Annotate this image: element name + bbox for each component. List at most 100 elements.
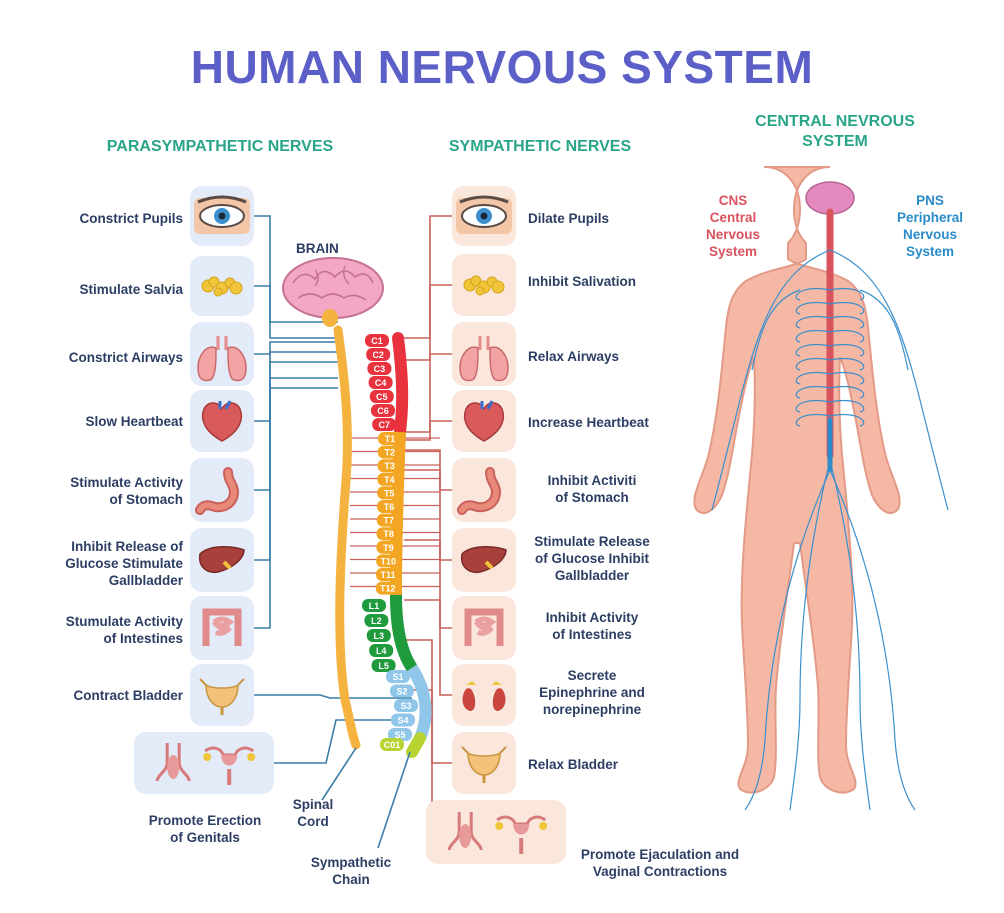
sympathetic-chain-label: Sympathetic Chain [296,854,406,888]
vertebra-badge [364,614,389,627]
parasympathetic-label-8: Contract Bladder [20,687,183,704]
parasympathetic-icon-box-3 [190,322,254,386]
parasympathetic-label-4: Slow Heartbeat [20,413,183,430]
vertebra-badge [371,659,396,672]
parasympathetic-label-6-line-1: Inhibit Release of [71,539,183,554]
vertebra-label-c1: C1 [371,336,383,346]
sympathetic-label-6-line-2: of Glucose Inhibit [535,551,649,566]
vertebra-label-c3: C3 [374,364,386,374]
sympathetic-chain-pointer [377,751,411,849]
vertebra-badge [376,568,400,581]
vertebra-badge [376,513,401,527]
vertebra-badge [380,738,404,751]
sympathetic-label-9-line-1: Relax Bladder [528,757,619,772]
parasympathetic-label-7-line-1: Stumulate Activity [65,614,183,629]
vertebra-label-l4: L4 [376,646,387,656]
vertebra-label-l1: L1 [369,601,380,611]
vertebra-badge [394,699,418,712]
sympathetic-heading: SYMPATHETIC NERVES [448,138,632,155]
sympathetic-label-5-line-1: Inhibit Activiti [547,473,637,488]
sympathetic-label-10-line-2: Vaginal Contractions [592,864,728,879]
sympathetic-label-2: Inhibit Salivation [528,273,668,290]
sympathetic-connector-1 [404,215,452,339]
parasympathetic-label-4-line-1: Slow Heartbeat [85,414,183,429]
vertebra-label-t10: T10 [380,556,396,566]
human-body-figure [693,166,949,811]
sympathetic-icon-box-2 [452,254,516,316]
vertebra-label-t1: T1 [385,434,396,444]
spinal-cord [333,325,361,750]
parasympathetic-heading: PARASYMPATHETIC NERVES [106,138,334,155]
vertebra-label-s2: S2 [396,687,407,697]
sacral-chain [406,664,432,741]
parasympathetic-label-1-line-1: Constrict Pupils [79,211,183,226]
cns-label-line-2: Central [709,210,757,225]
brain-icon [282,257,384,327]
sympathetic-label-3: Relax Airways [528,348,668,365]
pns-label-line-3: Nervous [902,227,958,242]
vertebra-badge [366,348,391,361]
pns-label: PNS Peripheral Nervous System [880,192,980,260]
vertebra-label-l3: L3 [374,631,385,641]
vertebra-badge [371,404,395,417]
vertebra-badge [369,644,394,657]
vertebra-badge [386,670,410,683]
sympathetic-icon-box-5 [452,458,516,522]
vertebra-label-c2: C2 [372,350,384,360]
cns-label: CNS Central Nervous System [688,192,778,260]
vertebra-badge [390,684,414,698]
sympathetic-label-6-line-3: Gallbladder [554,568,630,583]
parasympathetic-label-6-line-2: Glucose Stimulate [65,556,183,571]
vertebra-label-c4: C4 [375,378,387,388]
vertebra-badge [362,599,386,612]
body-nerves [711,249,949,811]
parasympathetic-connector-1 [254,215,338,323]
sympathetic-label-8-line-1: Secrete [567,668,617,683]
parasympathetic-label-5-line-2: of Stomach [109,492,183,507]
vertebra-badge [376,527,401,541]
pns-label-line-2: Peripheral [896,210,964,225]
sympathetic-label-2-line-1: Inhibit Salivation [528,274,637,289]
vertebra-label-c6: C6 [377,406,389,416]
spinal-cord-label: Spinal Cord [280,796,346,830]
sympathetic-icon-box-6 [452,528,516,592]
vertebra-label-c01: C01 [384,740,401,750]
cns-label-line-3: Nervous [705,227,761,242]
vertebra-badge [377,486,402,500]
parasympathetic-label-9-line-1: Promote Erection [148,813,262,828]
sympathetic-icon-box-4 [452,390,516,452]
vertebra-label-l2: L2 [371,616,382,626]
vertebra-label-s1: S1 [392,672,403,682]
sympathetic-icon-box-7 [452,596,516,660]
vertebra-badge [391,713,415,727]
parasympathetic-icon-box-1 [190,186,254,246]
lumbar-chain [390,594,418,672]
vertebra-label-s5: S5 [394,730,405,740]
sympathetic-connector-3 [404,353,452,433]
sympathetic-label-1: Dilate Pupils [528,210,668,227]
parasympathetic-label-1: Constrict Pupils [20,210,183,227]
parasympathetic-label-6-line-3: Gallbladder [108,573,183,588]
sympathetic-label-3-line-1: Relax Airways [528,349,620,364]
sympathetic-label-9: Relax Bladder [528,756,668,773]
sympathetic-icon-box-9 [452,732,516,794]
sympathetic-chain-label-line-1: Sympathetic [310,855,392,870]
sympathetic-icon-box-3 [452,322,516,386]
sympathetic-label-8-line-2: Epinephrine and [539,685,645,700]
sympathetic-label-1-line-1: Dilate Pupils [528,211,610,226]
vertebra-badge [388,728,412,741]
parasympathetic-icon-box-5 [190,458,254,522]
page-title: HUMAN NERVOUS SYSTEM [190,41,814,93]
vertebra-badge [369,390,394,403]
vertebra-label-s4: S4 [397,716,408,726]
sympathetic-label-4: Increase Heartbeat [528,414,668,431]
sympathetic-connector-6 [404,469,452,561]
sympathetic-label-6-line-1: Stimulate Release [534,534,650,549]
vertebra-badge [377,459,402,473]
